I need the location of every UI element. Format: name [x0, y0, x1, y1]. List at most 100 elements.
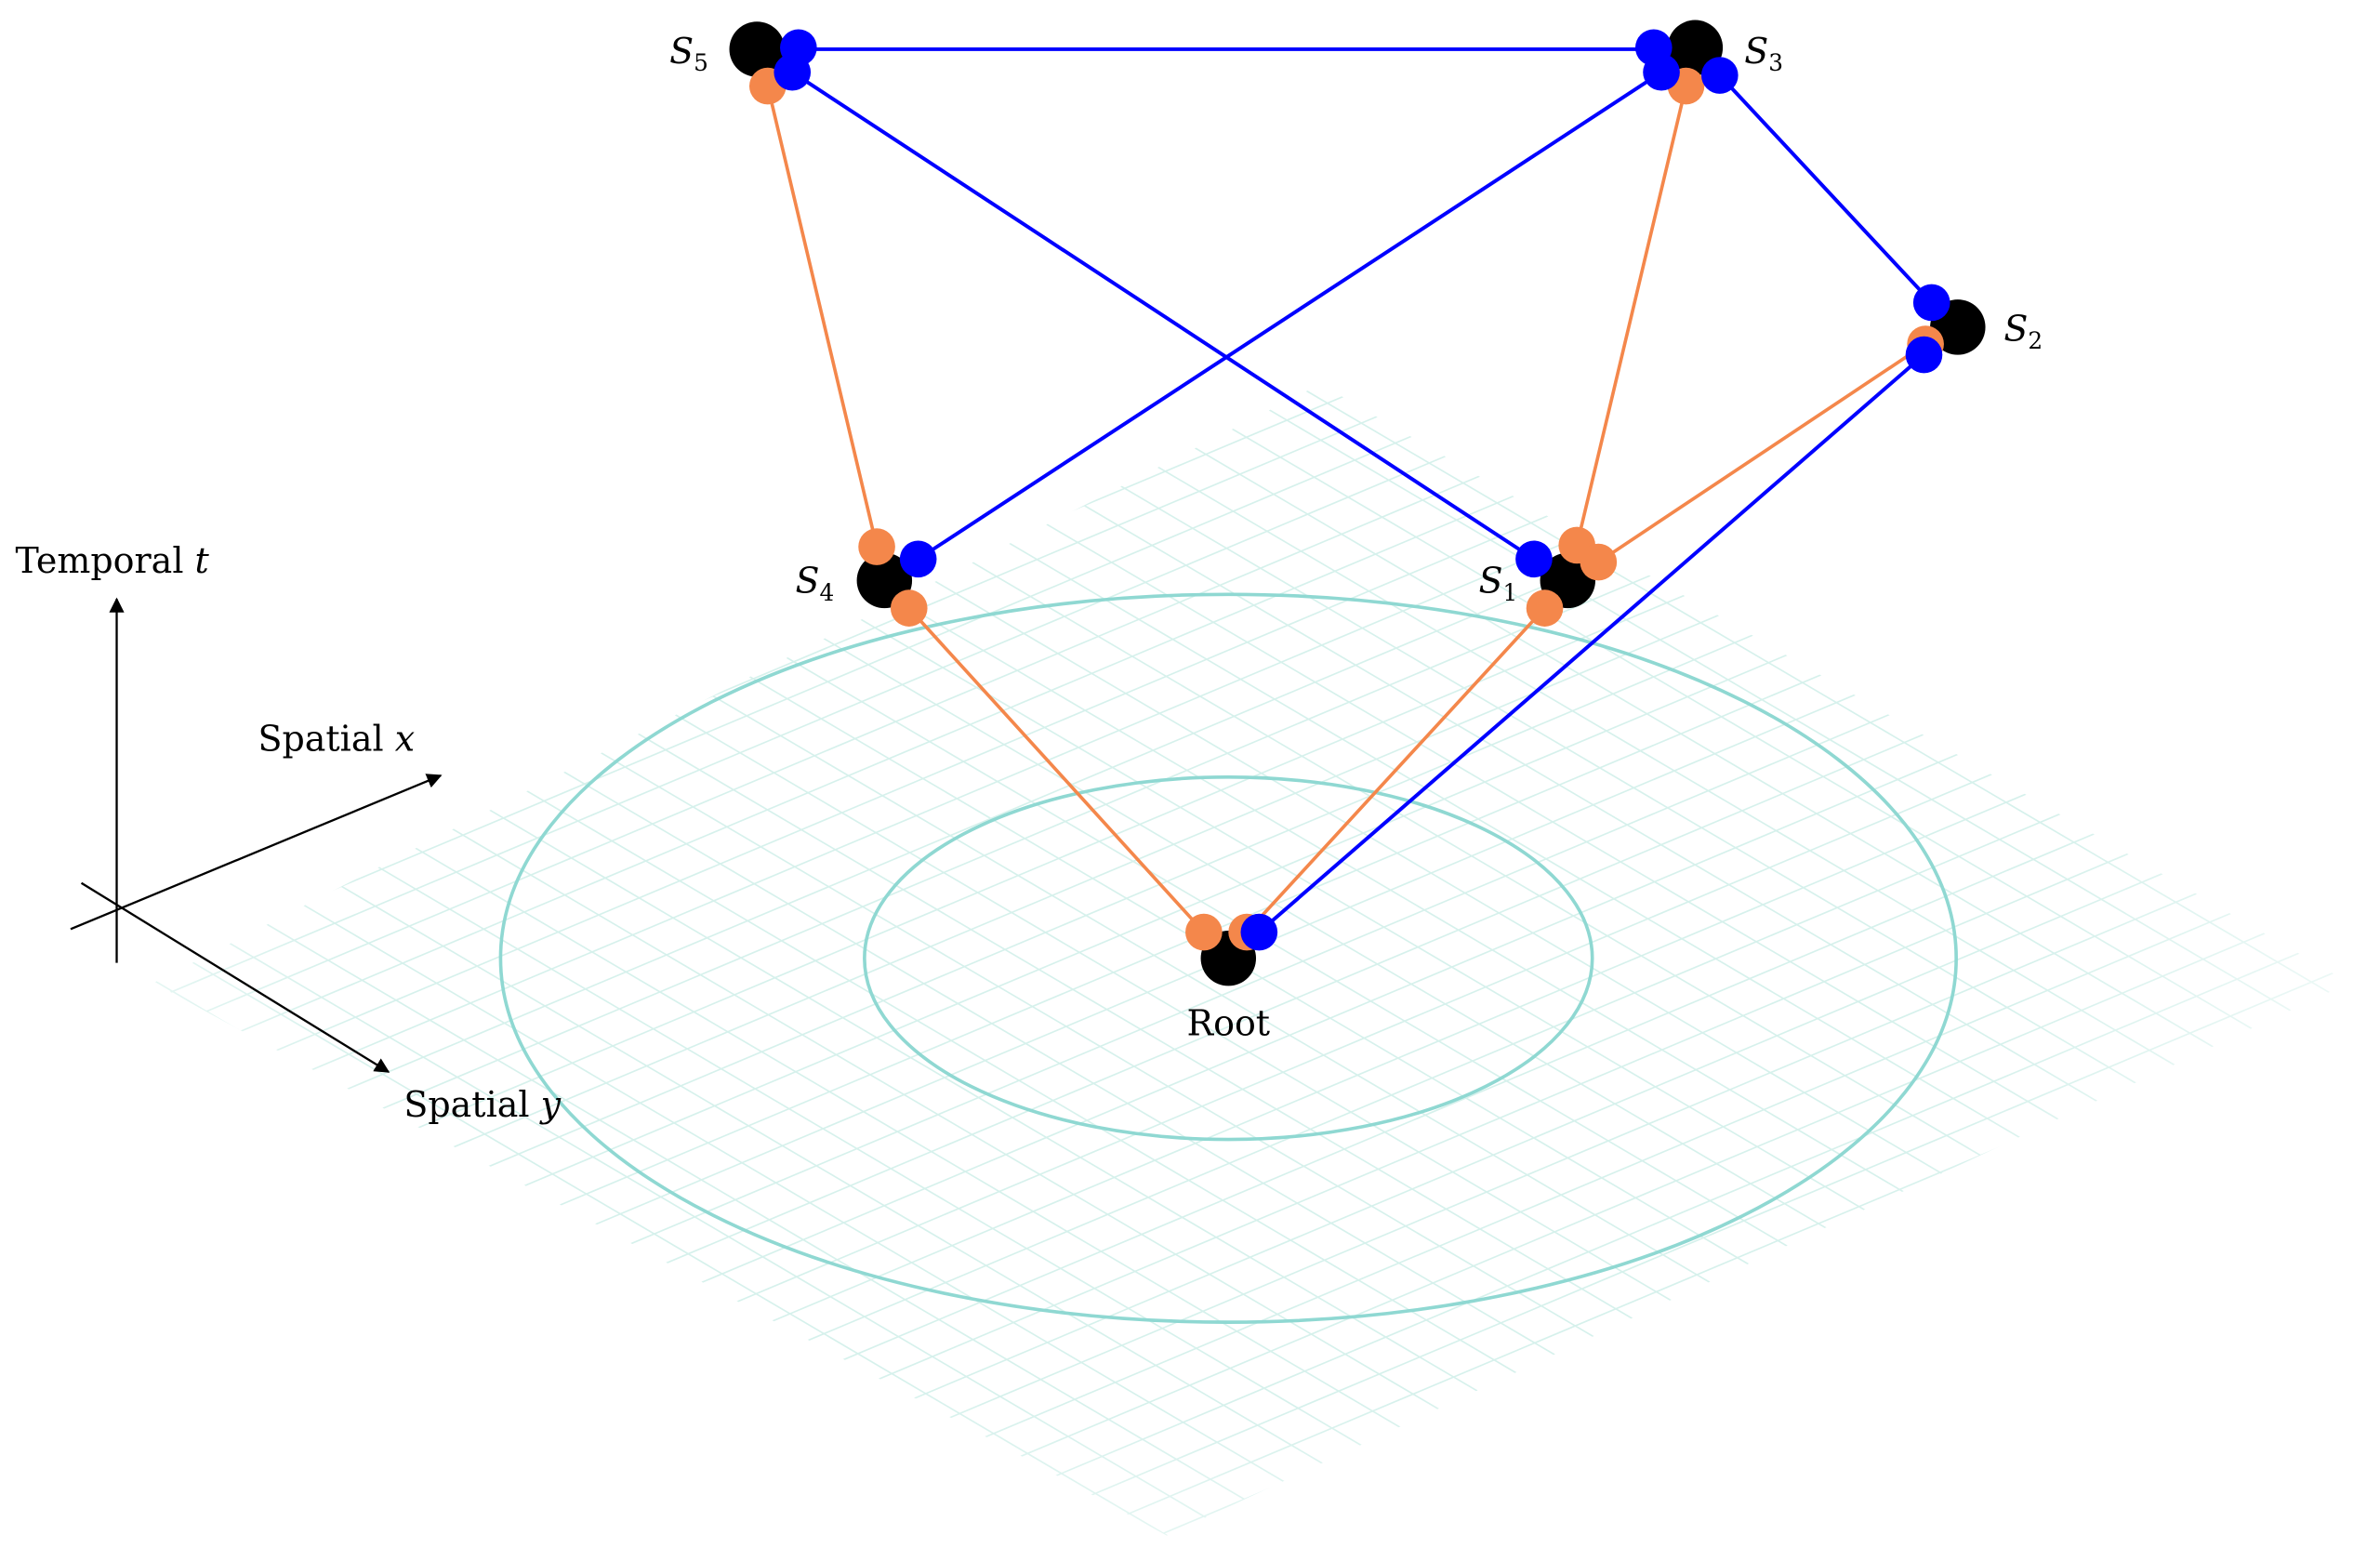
edge-s3-s2 [1718, 73, 1934, 304]
grid-line [2296, 1506, 2349, 1536]
grid-line [153, 943, 1099, 1536]
grid-line [153, 383, 2349, 1334]
grid-line [1963, 383, 2349, 605]
spatial-port [1700, 57, 1739, 94]
node-label-s2: S2 [2003, 309, 2043, 354]
grid-line [153, 383, 1655, 1026]
node-label-s1: S1 [1479, 561, 1518, 606]
spatial-port [1643, 53, 1680, 91]
grid-line [1808, 1301, 2349, 1536]
grid-line [1476, 383, 2349, 892]
grid-line [153, 383, 1248, 855]
grid-line [261, 651, 2349, 1536]
grid-line [1076, 993, 2349, 1536]
edge-s2-s1 [1597, 342, 1927, 564]
spatial-port [1515, 540, 1553, 578]
outer-ring [498, 592, 1958, 1324]
grid-line [92, 1516, 125, 1535]
grid-line [153, 534, 1793, 1536]
grid-line [1685, 383, 2349, 769]
grid-line [153, 383, 433, 513]
grid-line [153, 383, 1736, 1061]
grid-line [851, 383, 2349, 1260]
grid-line [153, 1270, 542, 1536]
grid-line [1238, 1061, 2349, 1536]
edge-s5-s4 [766, 86, 879, 548]
grid-line [153, 1352, 403, 1536]
grid-line [1407, 383, 2349, 933]
grid-line [153, 383, 840, 684]
node-dot [729, 21, 785, 77]
temporal-port [1580, 543, 1618, 581]
node-s4: S4 [796, 528, 937, 627]
grid-line [920, 383, 2349, 1219]
grid-line [153, 383, 1329, 890]
grid-line [1546, 383, 2349, 851]
grid-line [153, 383, 2143, 1232]
grid-line [831, 890, 2349, 1536]
grid-line [1824, 383, 2349, 687]
grid-line [781, 383, 2349, 1301]
grid-line [588, 787, 2349, 1536]
grid-line [1198, 383, 2349, 1055]
edge-s4-root [907, 606, 1206, 933]
grid-line [153, 493, 1863, 1536]
grid-line [153, 1229, 612, 1536]
spatial-y-axis [80, 881, 390, 1073]
grid-line [503, 383, 2349, 1464]
grid-line [153, 779, 1377, 1536]
edge-s2-root [1258, 353, 1925, 934]
grid-line [153, 383, 2071, 1536]
grid-line [1483, 1164, 2349, 1536]
grid-line [2215, 1472, 2349, 1536]
node-s1: S1 [1479, 526, 1618, 627]
grid-line [1890, 1335, 2349, 1536]
grid-line [153, 738, 1446, 1536]
temporal-port [1526, 589, 1564, 627]
grid-line [1727, 1266, 2349, 1536]
grid-line [153, 1147, 751, 1536]
grid-line [913, 924, 2349, 1536]
grid-line [2134, 1437, 2349, 1536]
grid-line [1646, 1233, 2349, 1536]
spatial-port [1240, 913, 1278, 951]
grid-line [153, 383, 190, 410]
grid-line [642, 383, 2349, 1383]
grid-line [1564, 1198, 2349, 1536]
spatial-port [1912, 284, 1950, 322]
grid-line [712, 383, 2349, 1342]
grid-line [153, 1393, 334, 1536]
grid-line [434, 383, 2349, 1505]
grid-line [153, 411, 2349, 1369]
temporal-axis-label: Temporal t [16, 540, 210, 581]
grid-line [1129, 383, 2349, 1096]
node-label-s4: S4 [796, 561, 835, 606]
grid-line [1059, 383, 2349, 1137]
edge-s3-s4 [917, 71, 1663, 561]
node-s3: S3 [1634, 20, 1783, 105]
grid-line [153, 1475, 195, 1536]
spatial-port [774, 53, 812, 91]
node-label-s3: S3 [1744, 31, 1783, 76]
grid-line [92, 368, 107, 375]
temporal-port [858, 528, 895, 565]
axes-gizmo [70, 597, 443, 1073]
grid-line [1401, 1130, 2349, 1536]
edge-s5-s1 [791, 71, 1536, 561]
grid-line [668, 822, 2349, 1536]
grid-line [153, 1434, 264, 1536]
grid-line [1894, 383, 2349, 646]
grid-line [153, 1311, 473, 1536]
grid-line [153, 820, 1307, 1536]
node-s5: S5 [669, 21, 817, 105]
grid-line [153, 383, 2225, 1266]
node-root: Root [1185, 913, 1278, 1043]
grid-line [2241, 383, 2349, 442]
spatial-x-axis-label: Spatial x [258, 719, 415, 760]
grid-line [180, 616, 2349, 1536]
grid-line [153, 452, 1933, 1536]
grid-line [1971, 1369, 2349, 1536]
grid-line [2310, 383, 2349, 401]
